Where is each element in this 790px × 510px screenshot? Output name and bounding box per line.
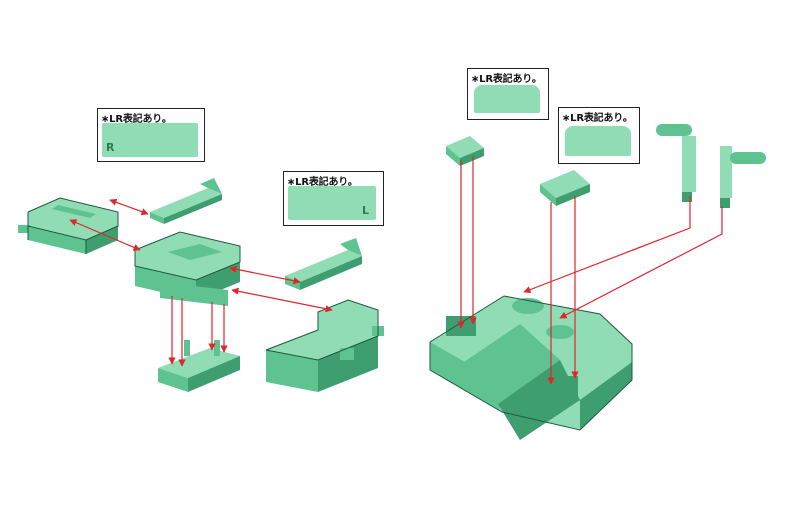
clip-part-r bbox=[150, 178, 222, 224]
callout-text: ∗LR表記あり。 bbox=[562, 113, 633, 124]
callout-part-preview bbox=[102, 123, 198, 157]
callout-part-preview bbox=[474, 85, 540, 113]
callout-text: ∗LR表記あり。 bbox=[287, 177, 358, 188]
callout-left-2: ∗LR表記あり。 L bbox=[283, 171, 384, 226]
callout-text: ∗LR表記あり。 bbox=[471, 74, 542, 85]
hull-base-part bbox=[429, 295, 633, 440]
callout-text: ∗LR表記あり。 bbox=[101, 114, 172, 125]
left-assembly-arrows bbox=[69, 198, 333, 367]
lr-mark: L bbox=[362, 204, 370, 217]
bottom-frame-part bbox=[158, 340, 240, 392]
right-assembly-arrows bbox=[457, 156, 723, 385]
right-l-block-part bbox=[265, 299, 384, 392]
lr-mark: R bbox=[106, 141, 115, 154]
left-bracket-part bbox=[18, 197, 119, 254]
callout-part-preview bbox=[565, 126, 631, 156]
seat-part-1 bbox=[446, 136, 484, 166]
callout-part-preview bbox=[288, 186, 376, 220]
clip-part-l bbox=[285, 238, 362, 290]
callout-right-2: ∗LR表記あり。 bbox=[558, 107, 640, 164]
peg-part-2 bbox=[720, 146, 766, 208]
peg-part-1 bbox=[656, 124, 696, 202]
center-block-part bbox=[134, 231, 241, 306]
callout-left-1: ∗LR表記あり。 R bbox=[97, 108, 205, 162]
seat-part-2 bbox=[540, 170, 590, 206]
callout-right-1: ∗LR表記あり。 bbox=[467, 68, 549, 120]
